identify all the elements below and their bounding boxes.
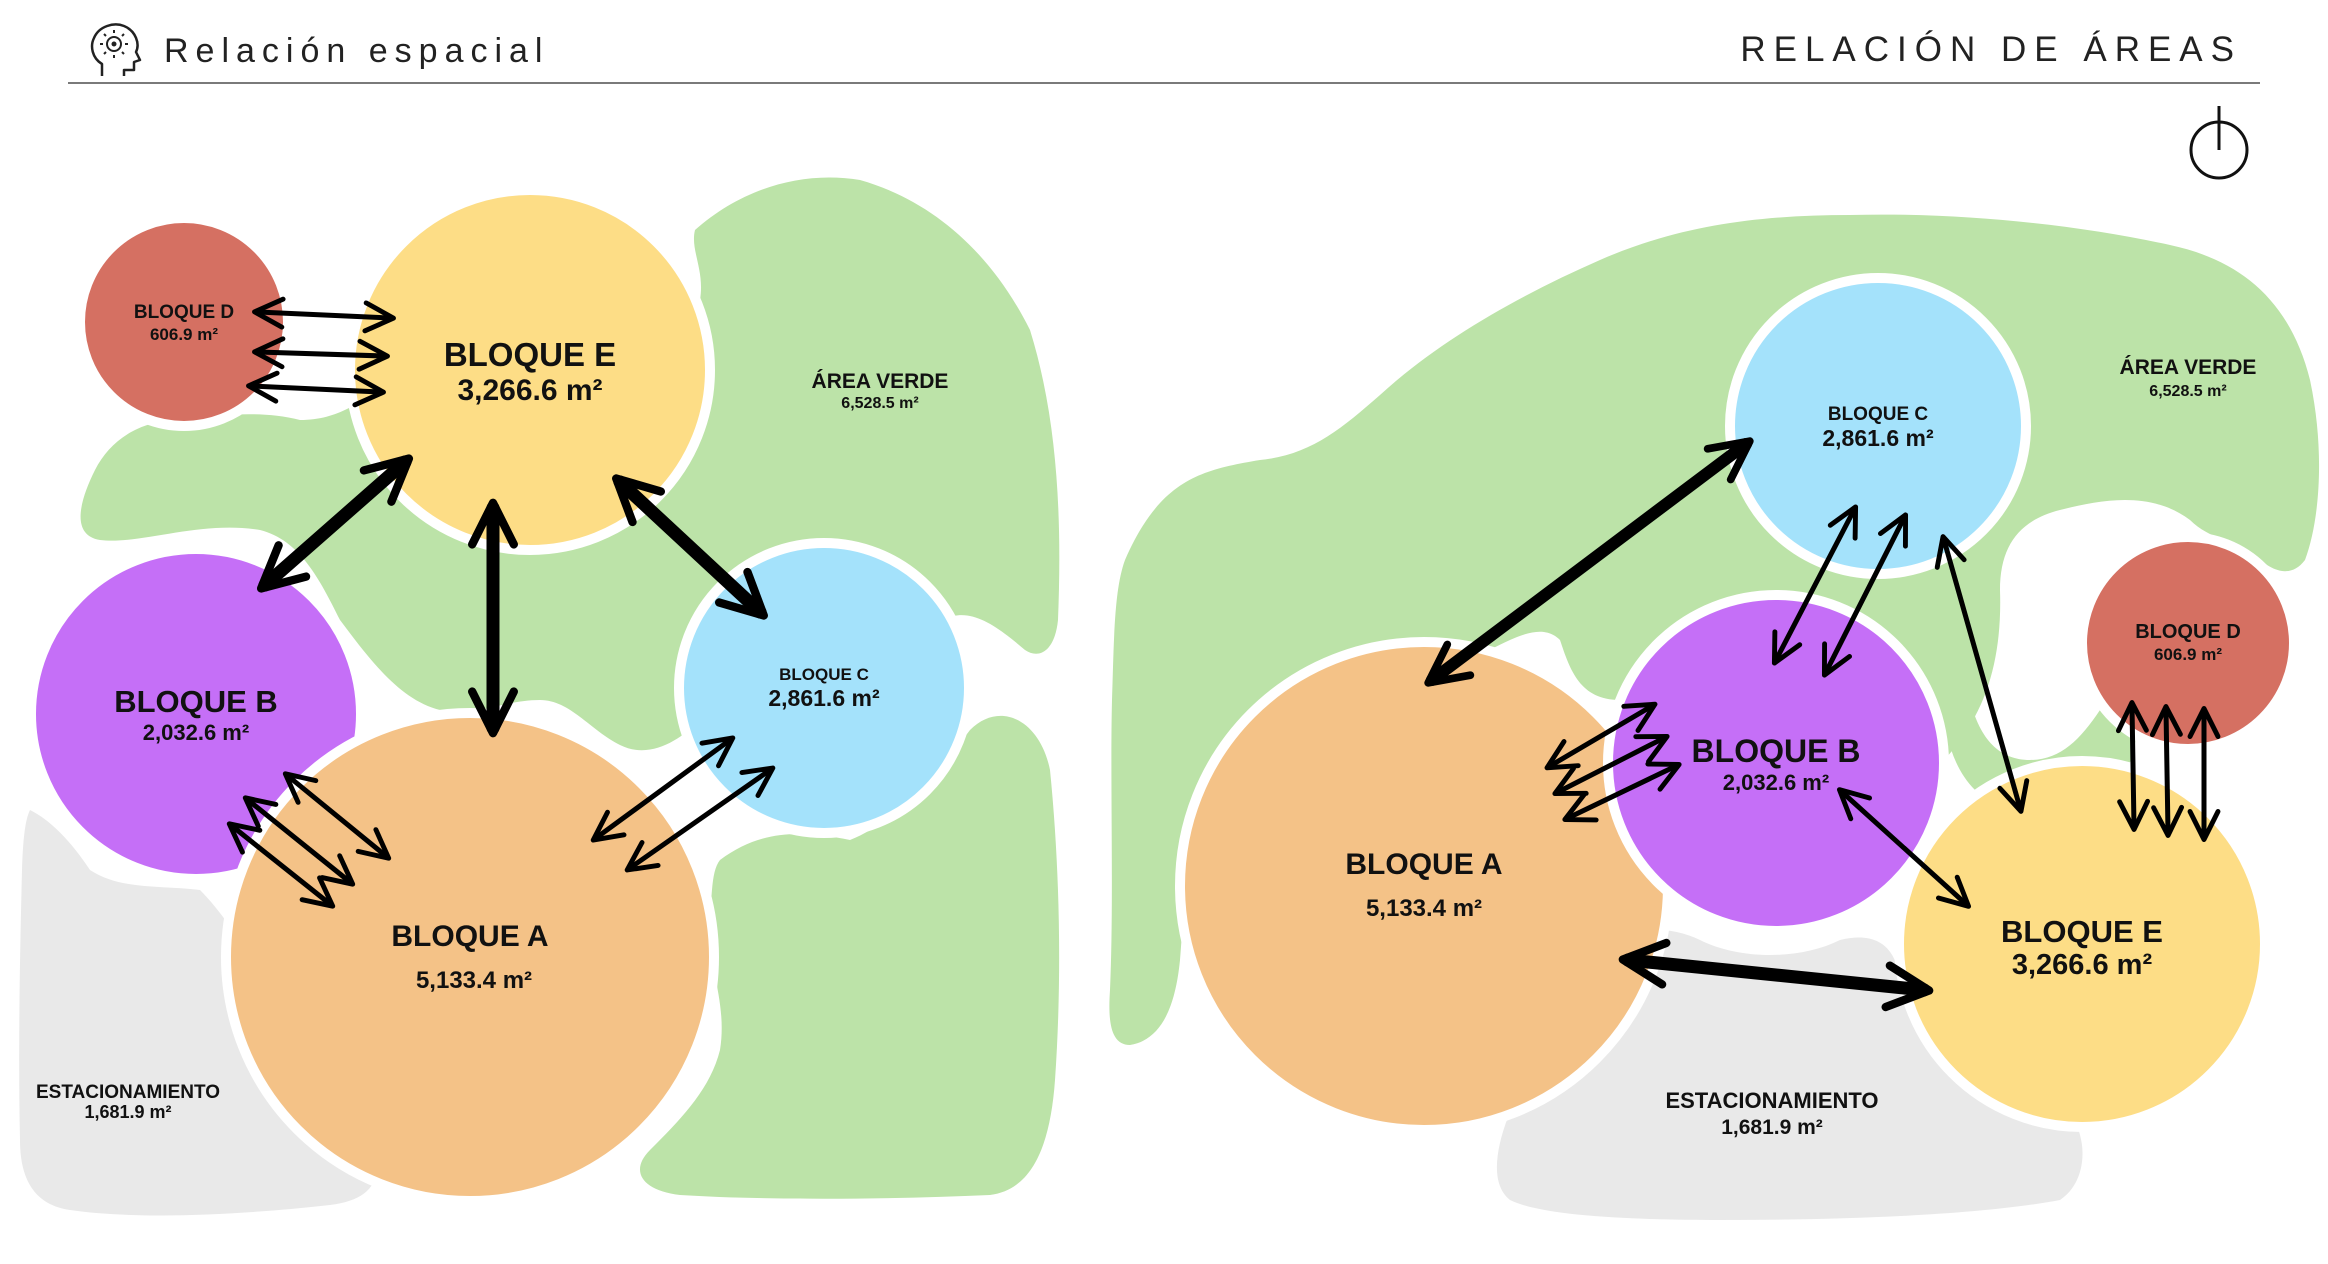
bloque-a-name: BLOQUE A bbox=[391, 920, 548, 953]
bloque-d-area: 606.9 m² bbox=[150, 325, 218, 344]
north-arrow-icon bbox=[2189, 106, 2249, 180]
head-idea-icon bbox=[90, 23, 142, 76]
arrow-d-e-2 bbox=[252, 336, 390, 372]
arrow-a-e bbox=[1618, 938, 1934, 1012]
bloque-c-area: 2,861.6 m² bbox=[768, 685, 880, 711]
bloque-d-name: BLOQUE D bbox=[134, 302, 234, 323]
bloque-e-area-right: 3,266.6 m² bbox=[2012, 949, 2153, 981]
arrow-d-e-r2 bbox=[2149, 704, 2185, 838]
bloque-b-name-right: BLOQUE B bbox=[1692, 733, 1861, 769]
bloque-b-area: 2,032.6 m² bbox=[143, 720, 249, 745]
arrow-e-b bbox=[256, 454, 414, 593]
bloque-a-circle-right bbox=[1175, 637, 1673, 1135]
bloque-d-name-right: BLOQUE D bbox=[2135, 621, 2241, 643]
bloque-c-area-right: 2,861.6 m² bbox=[1822, 425, 1934, 451]
arrow-b-a-3 bbox=[226, 821, 336, 909]
page-title: Relación espacial bbox=[164, 32, 550, 70]
estacionamiento-area-right: 1,681.9 m² bbox=[1721, 1116, 1823, 1139]
arrow-d-e-r1 bbox=[2115, 700, 2151, 832]
estacionamiento-area: 1,681.9 m² bbox=[84, 1102, 171, 1122]
arrow-b-e bbox=[1836, 787, 1972, 909]
page-header: Relación espacial RELACIÓN DE ÁREAS bbox=[68, 14, 2260, 84]
right-diagram: BLOQUE C 2,861.6 m² BLOQUE D 606.9 m² BL… bbox=[1109, 214, 2320, 1220]
area-verde-name-right: ÁREA VERDE bbox=[2120, 356, 2257, 379]
area-verde-zone-2 bbox=[640, 715, 1060, 1199]
arrow-c-b-2 bbox=[1821, 512, 1909, 678]
bloque-b-area-right: 2,032.6 m² bbox=[1723, 770, 1829, 795]
estacionamiento-name: ESTACIONAMIENTO bbox=[36, 1082, 220, 1103]
arrow-e-c bbox=[612, 474, 768, 620]
bloque-a-name-right: BLOQUE A bbox=[1345, 848, 1502, 881]
bloque-d-circle-right bbox=[2077, 532, 2299, 754]
area-verde-area-right: 6,528.5 m² bbox=[2149, 383, 2226, 400]
area-verde-area: 6,528.5 m² bbox=[841, 395, 918, 412]
bloque-c-name: BLOQUE C bbox=[779, 665, 869, 684]
bloque-e-name: BLOQUE E bbox=[444, 336, 616, 373]
arrow-c-e bbox=[1934, 534, 2030, 814]
arrow-d-e-1 bbox=[252, 296, 396, 334]
area-verde-name: ÁREA VERDE bbox=[812, 370, 949, 393]
arrow-a-c-2 bbox=[624, 765, 776, 873]
bloque-e-name-right: BLOQUE E bbox=[2001, 914, 2163, 949]
estacionamiento-name-right: ESTACIONAMIENTO bbox=[1665, 1088, 1878, 1113]
bloque-e-area: 3,266.6 m² bbox=[457, 374, 602, 407]
right-relationship-arrows bbox=[1424, 437, 2221, 1012]
left-relationship-arrows bbox=[226, 296, 776, 909]
arrow-a-c bbox=[1424, 437, 1754, 687]
arrow-a-b-3 bbox=[1562, 761, 1682, 823]
bloque-b-name: BLOQUE B bbox=[114, 684, 278, 719]
bloque-d-area-right: 606.9 m² bbox=[2154, 645, 2222, 664]
left-diagram: BLOQUE E 3,266.6 m² BLOQUE D 606.9 m² BL… bbox=[19, 177, 1060, 1216]
bloque-a-area: 5,133.4 m² bbox=[416, 967, 532, 994]
bloque-c-name-right: BLOQUE C bbox=[1828, 404, 1929, 425]
section-title: RELACIÓN DE ÁREAS bbox=[1740, 30, 2242, 69]
arrow-d-e-3 bbox=[246, 370, 386, 408]
bloque-a-area-right: 5,133.4 m² bbox=[1366, 895, 1482, 922]
